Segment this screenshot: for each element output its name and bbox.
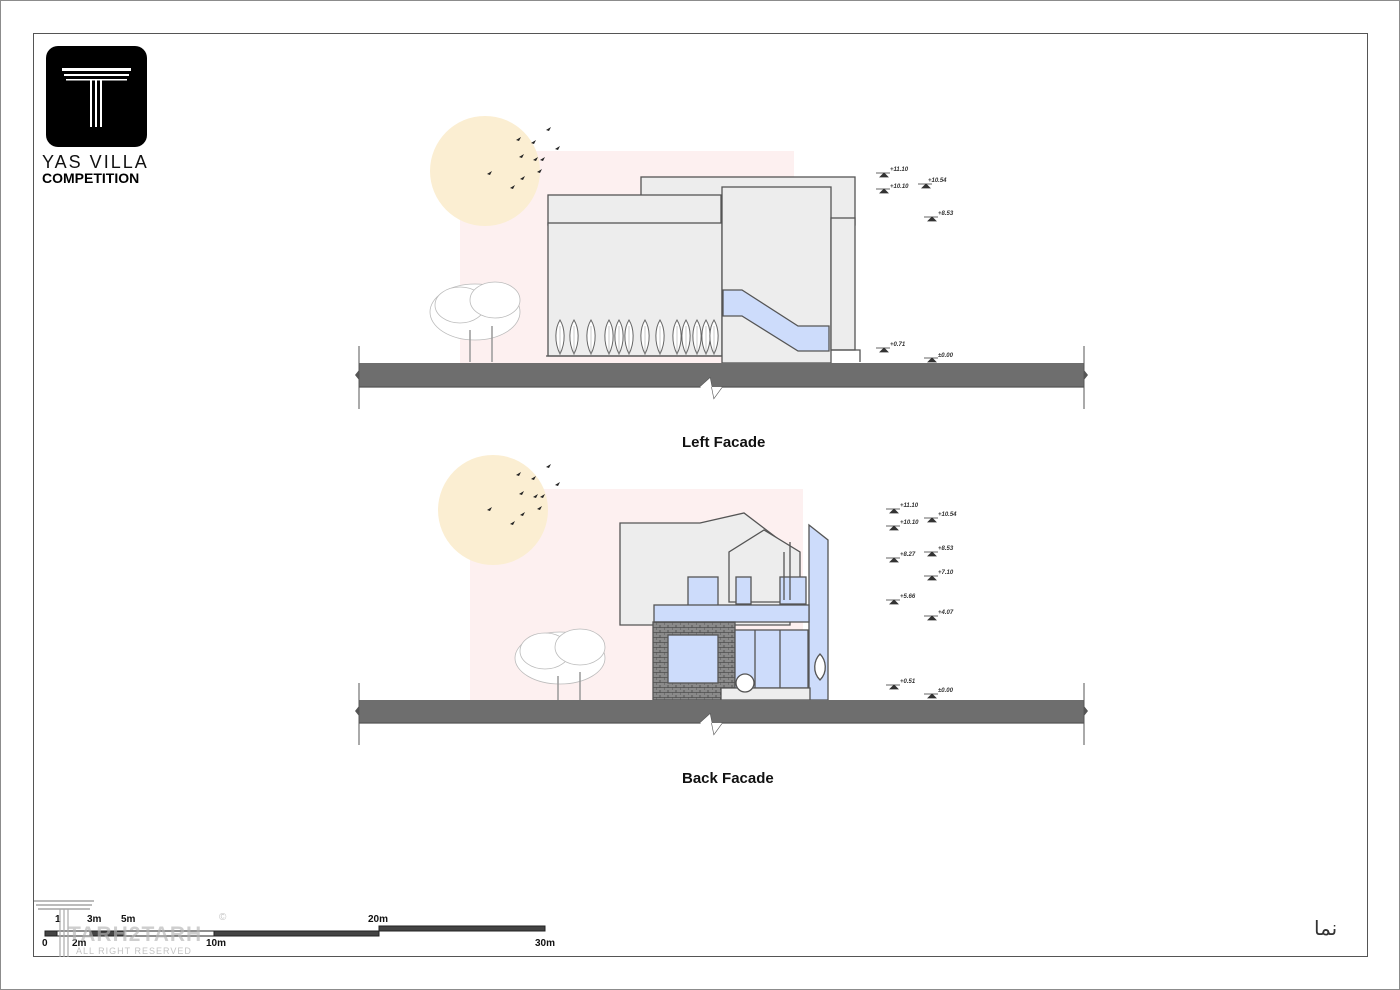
level-label: +10.10 bbox=[890, 184, 909, 190]
level-label: +8.53 bbox=[938, 546, 954, 552]
level-label: +7.10 bbox=[938, 570, 954, 576]
left-facade-title: Left Facade bbox=[682, 434, 766, 451]
watermark-brand: TARH2TARH bbox=[68, 923, 203, 946]
level-label: +0.51 bbox=[900, 679, 916, 685]
level-label: +11.10 bbox=[900, 503, 919, 509]
title-frame bbox=[33, 33, 1368, 957]
scale-label: 1 bbox=[55, 914, 61, 925]
back-facade-drawing: +11.10 +10.10 +8.27 +5.66 +0.51 +10.54 +… bbox=[355, 455, 1088, 745]
signature-mark: نما bbox=[1314, 916, 1338, 940]
level-label: ±0.00 bbox=[938, 353, 954, 359]
back-facade-title: Back Facade bbox=[682, 770, 774, 787]
scale-label: 0 bbox=[42, 938, 48, 949]
tree-sketch-icon bbox=[514, 628, 606, 700]
tree-sketch-icon bbox=[429, 281, 521, 362]
level-label: +0.71 bbox=[890, 342, 906, 348]
sun-icon bbox=[430, 116, 540, 226]
scale-label: 3m bbox=[87, 914, 102, 925]
scale-label: 10m bbox=[206, 938, 227, 949]
watermark-logo-icon bbox=[34, 900, 94, 957]
logo-title: YAS VILLA bbox=[42, 152, 149, 172]
level-label: +5.66 bbox=[900, 594, 916, 600]
level-markers bbox=[876, 172, 938, 363]
level-label: +4.07 bbox=[938, 610, 954, 616]
scale-bar bbox=[44, 925, 546, 937]
level-label: +11.10 bbox=[890, 167, 909, 173]
scale-label: 2m bbox=[72, 938, 87, 949]
level-label: +10.54 bbox=[938, 512, 957, 518]
level-label: ±0.00 bbox=[938, 688, 954, 694]
ground-section bbox=[355, 346, 1088, 409]
sun-icon bbox=[438, 455, 548, 565]
level-label: +8.27 bbox=[900, 552, 916, 558]
watermark-rights: ALL RIGHT RESERVED bbox=[76, 946, 192, 956]
level-label: +10.10 bbox=[900, 520, 919, 526]
scale-label: 5m bbox=[121, 914, 136, 925]
column-logo-icon bbox=[62, 68, 131, 127]
level-label: +10.54 bbox=[928, 178, 947, 184]
level-markers bbox=[886, 508, 938, 699]
back-facade-building bbox=[619, 512, 829, 701]
scale-label: 20m bbox=[368, 914, 389, 925]
left-facade-drawing: +11.10 +10.10 +0.71 +10.54 +8.53 ±0.00 bbox=[355, 116, 1088, 409]
level-label: +8.53 bbox=[938, 211, 954, 217]
brand-logo-icon bbox=[46, 46, 147, 147]
ground-section bbox=[355, 683, 1088, 745]
logo-subtitle: COMPETITION bbox=[42, 170, 140, 186]
copyright-mark: © bbox=[219, 912, 227, 923]
scale-label: 30m bbox=[535, 938, 556, 949]
